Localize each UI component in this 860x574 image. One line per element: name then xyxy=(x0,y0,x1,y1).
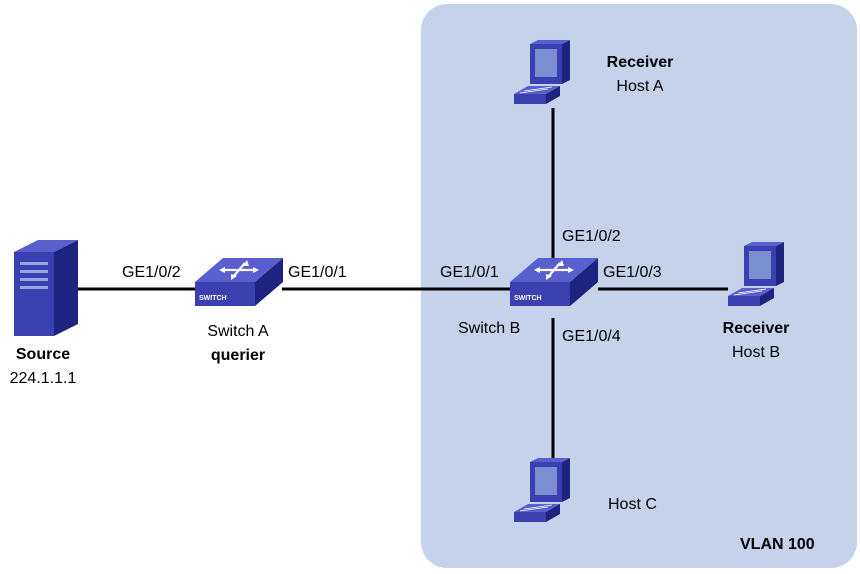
host-c-computer-icon xyxy=(514,458,570,522)
switch-a-name: Switch A xyxy=(207,323,269,340)
host-a-computer-icon xyxy=(514,40,570,104)
host-b-role: Receiver xyxy=(722,320,790,337)
switch-a-port-right: GE1/0/1 xyxy=(288,264,347,281)
switch-b-icon: SWITCH xyxy=(510,258,598,306)
host-b-name: Host B xyxy=(731,344,780,361)
server-icon xyxy=(14,240,78,336)
vlan-label: VLAN 100 xyxy=(740,536,815,553)
host-a-role: Receiver xyxy=(606,54,674,71)
switch-b-port-left: GE1/0/1 xyxy=(440,264,499,281)
source-role-label: Source xyxy=(15,346,71,363)
host-c-name: Host C xyxy=(608,496,657,513)
switch-a-icon: SWITCH xyxy=(195,258,283,306)
switch-b-port-up: GE1/0/2 xyxy=(562,228,621,245)
switch-a-role: querier xyxy=(210,347,266,364)
switch-a-badge: SWITCH xyxy=(199,295,227,302)
switch-b-name: Switch B xyxy=(458,320,521,337)
source-address-label: 224.1.1.1 xyxy=(9,370,77,387)
host-a-name: Host A xyxy=(616,78,664,95)
host-b-computer-icon xyxy=(728,242,784,306)
switch-a-port-left: GE1/0/2 xyxy=(122,264,181,281)
vlan-100-region xyxy=(421,4,857,568)
switch-b-port-down: GE1/0/4 xyxy=(562,328,621,345)
switch-b-port-right: GE1/0/3 xyxy=(603,264,662,281)
switch-b-badge: SWITCH xyxy=(514,295,542,302)
